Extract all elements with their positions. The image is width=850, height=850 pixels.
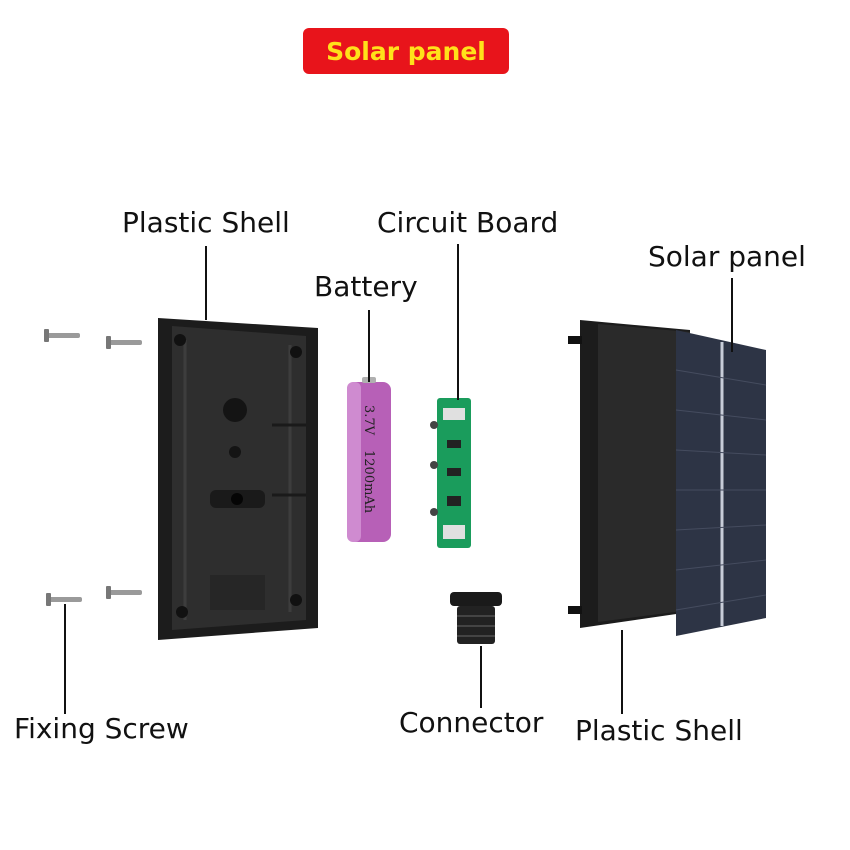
screw-top-left — [44, 329, 80, 342]
label-connector: Connector — [399, 706, 544, 739]
screw-bottom-right — [106, 586, 142, 599]
leader-line-circuit-board — [457, 244, 459, 400]
leader-line-plastic-shell-left — [205, 246, 207, 320]
leader-line-solar-panel — [731, 278, 733, 352]
screw-bottom-left — [46, 593, 82, 606]
solar-panel-image — [675, 330, 767, 636]
battery-voltage-text: 3.7V — [361, 405, 376, 436]
leader-line-plastic-shell-right — [621, 630, 623, 714]
label-fixing-screw: Fixing Screw — [14, 712, 189, 745]
circuit-board-image — [430, 398, 471, 548]
label-plastic-shell-right: Plastic Shell — [575, 714, 743, 747]
leader-line-connector — [480, 646, 482, 708]
connector-image — [450, 592, 502, 644]
label-battery: Battery — [314, 270, 418, 303]
title-badge: Solar panel — [303, 28, 509, 74]
label-solar-panel: Solar panel — [648, 240, 806, 273]
screw-top-right — [106, 336, 142, 349]
plastic-shell-left-image — [158, 318, 318, 640]
label-plastic-shell-left: Plastic Shell — [122, 206, 290, 239]
leader-line-fixing-screw — [64, 604, 66, 714]
leader-line-battery — [368, 310, 370, 382]
battery-image: 3.7V 1200mAh — [347, 377, 391, 542]
title-text: Solar panel — [326, 36, 486, 66]
label-circuit-board: Circuit Board — [377, 206, 559, 239]
battery-capacity-text: 1200mAh — [361, 450, 376, 514]
plastic-shell-right-image — [568, 320, 690, 628]
